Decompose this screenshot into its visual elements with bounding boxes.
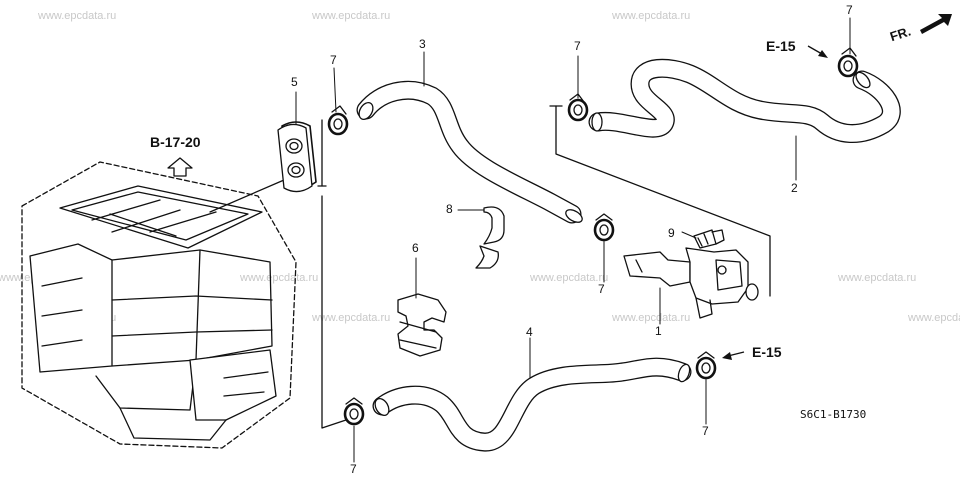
watermark: www.epcdata.ru bbox=[312, 10, 391, 22]
hose-clamp bbox=[593, 213, 615, 242]
ref-b-17-20: B-17-20 bbox=[150, 134, 201, 150]
watermark: www.epcdata.ru bbox=[530, 272, 609, 284]
hose-holder bbox=[397, 293, 447, 357]
grommet bbox=[277, 121, 317, 193]
front-arrow bbox=[920, 14, 952, 34]
callout-7: 7 bbox=[330, 53, 337, 67]
diagram-code: S6C1-B1730 bbox=[800, 408, 867, 421]
callout-4: 4 bbox=[526, 325, 533, 339]
callout-7: 7 bbox=[350, 462, 357, 476]
callout-8: 8 bbox=[446, 202, 453, 216]
leader-lines bbox=[295, 17, 851, 463]
hose-clamp bbox=[343, 397, 365, 426]
watermark: www.epcdata.ru bbox=[38, 10, 117, 22]
hose-2 bbox=[588, 58, 901, 144]
callout-5: 5 bbox=[291, 75, 298, 89]
callout-2: 2 bbox=[791, 181, 798, 195]
callout-7: 7 bbox=[574, 39, 581, 53]
hose-clip bbox=[475, 206, 505, 269]
heater-unit bbox=[21, 161, 297, 449]
watermark: www.epcdata.ru bbox=[312, 312, 391, 324]
callout-9: 9 bbox=[668, 226, 675, 240]
hose-clamp bbox=[695, 351, 717, 380]
watermark: www.epcdata.ru bbox=[908, 312, 960, 324]
direction-arrow bbox=[807, 45, 828, 58]
callout-3: 3 bbox=[419, 37, 426, 51]
callout-7: 7 bbox=[846, 3, 853, 17]
ref-e-15: E-15 bbox=[752, 344, 782, 360]
hose-clamp bbox=[327, 105, 349, 136]
ref-e-15: E-15 bbox=[766, 38, 796, 54]
watermark: www.epcdata.ru bbox=[612, 10, 691, 22]
water-valve bbox=[623, 247, 759, 319]
watermark: www.epcdata.ru bbox=[838, 272, 917, 284]
callout-6: 6 bbox=[412, 241, 419, 255]
hose-clamp bbox=[837, 47, 859, 78]
direction-arrow bbox=[722, 351, 745, 360]
hose-3 bbox=[356, 80, 583, 224]
callout-7: 7 bbox=[598, 282, 605, 296]
callout-7: 7 bbox=[702, 424, 709, 438]
watermark: www.epcdata.ru bbox=[240, 272, 319, 284]
watermark: www.epcdata.ru bbox=[612, 312, 691, 324]
up-arrow bbox=[167, 157, 193, 177]
bolt bbox=[693, 229, 725, 249]
hose-4 bbox=[372, 357, 692, 452]
callout-1: 1 bbox=[655, 324, 662, 338]
